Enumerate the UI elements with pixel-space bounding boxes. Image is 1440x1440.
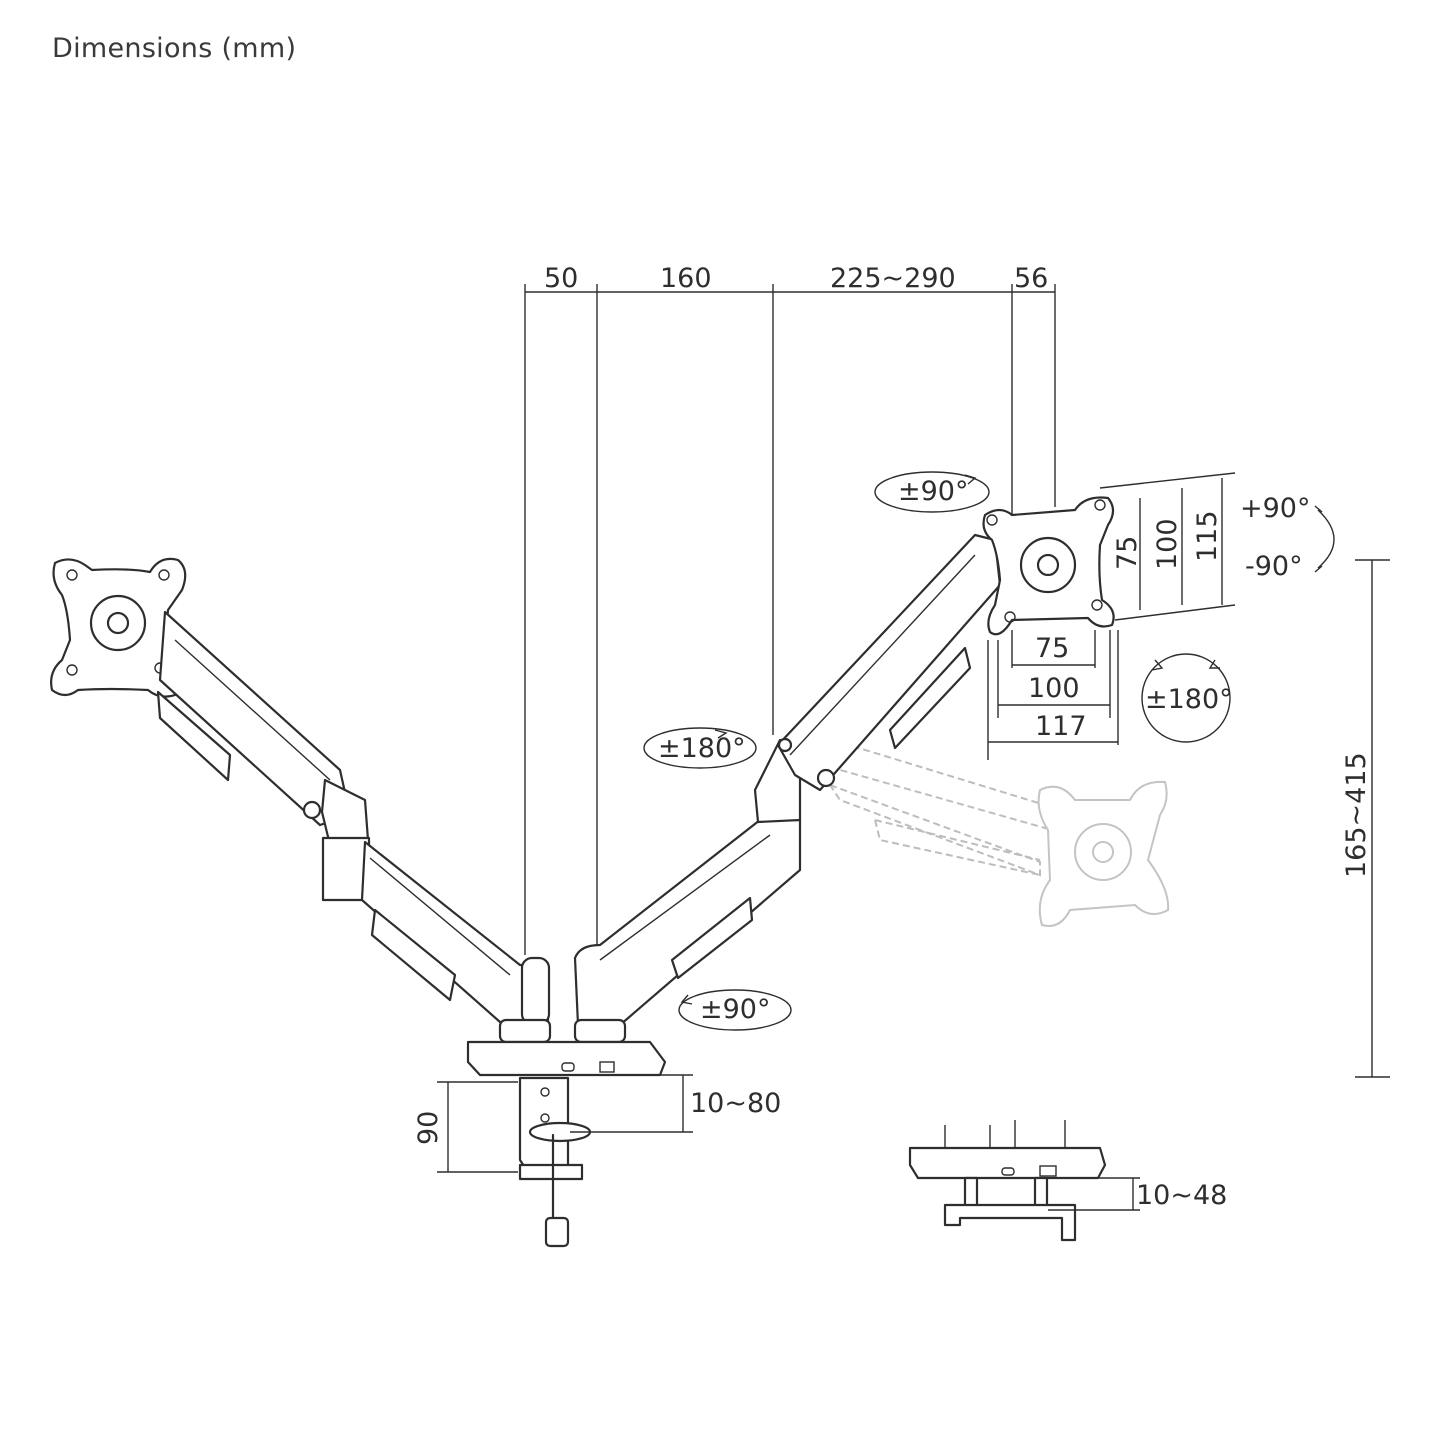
vesa-horizontal-dimensions [987,630,1119,760]
vesa-horizontal-75: 75 [1035,633,1069,664]
rotation-plate-label: ±180° [1145,684,1233,715]
right-vesa-plate [982,496,1115,636]
rotation-tilt-down-label: -90° [1245,551,1303,582]
vesa-vertical-115: 115 [1192,510,1223,562]
rotation-tilt-top-label: ±90° [898,476,968,507]
left-upper-arm [156,610,371,902]
vesa-vertical-100: 100 [1152,518,1183,570]
grommet-mount [908,1120,1107,1242]
rotation-base-label: ±90° [700,994,770,1025]
base-and-desk-clamp [466,1018,667,1248]
right-upper-arm [776,533,1002,792]
rotation-plate-icon [1141,653,1231,743]
height-range-label: 165~415 [1341,752,1372,878]
rotation-elbow-label: ±180° [658,733,746,764]
left-lower-arm [360,840,551,1026]
rotation-base-icon [678,989,792,1031]
dimension-label-160: 160 [660,263,712,294]
rotation-elbow-icon [643,727,757,769]
height-dimension-line [1355,559,1390,1078]
page-title: Dimensions (mm) [52,33,297,64]
vesa-horizontal-100: 100 [1028,673,1080,704]
ghost-arm-position [798,728,1170,927]
vesa-horizontal-117: 117 [1035,711,1087,742]
clamp-dimension-lines [437,1074,693,1173]
rotation-tilt-top-icon [874,471,990,513]
rotation-tilt-vertical-icon [1314,505,1335,573]
clamp-height-label: 90 [413,1111,444,1145]
right-lower-arm [573,738,802,1027]
desk-clamp-range-label: 10~80 [690,1088,781,1119]
vesa-vertical-75: 75 [1112,536,1143,570]
vesa-vertical-dimensions [1099,472,1236,621]
grommet-range-label: 10~48 [1136,1180,1227,1211]
dimension-label-225-290: 225~290 [830,263,956,294]
rotation-tilt-up-label: +90° [1240,493,1310,524]
dimension-label-56: 56 [1014,263,1048,294]
top-dimension-lines [524,284,1056,955]
grommet-dimension-lines [1048,1177,1140,1211]
dimension-label-50: 50 [544,263,578,294]
left-vesa-plate [50,557,187,698]
